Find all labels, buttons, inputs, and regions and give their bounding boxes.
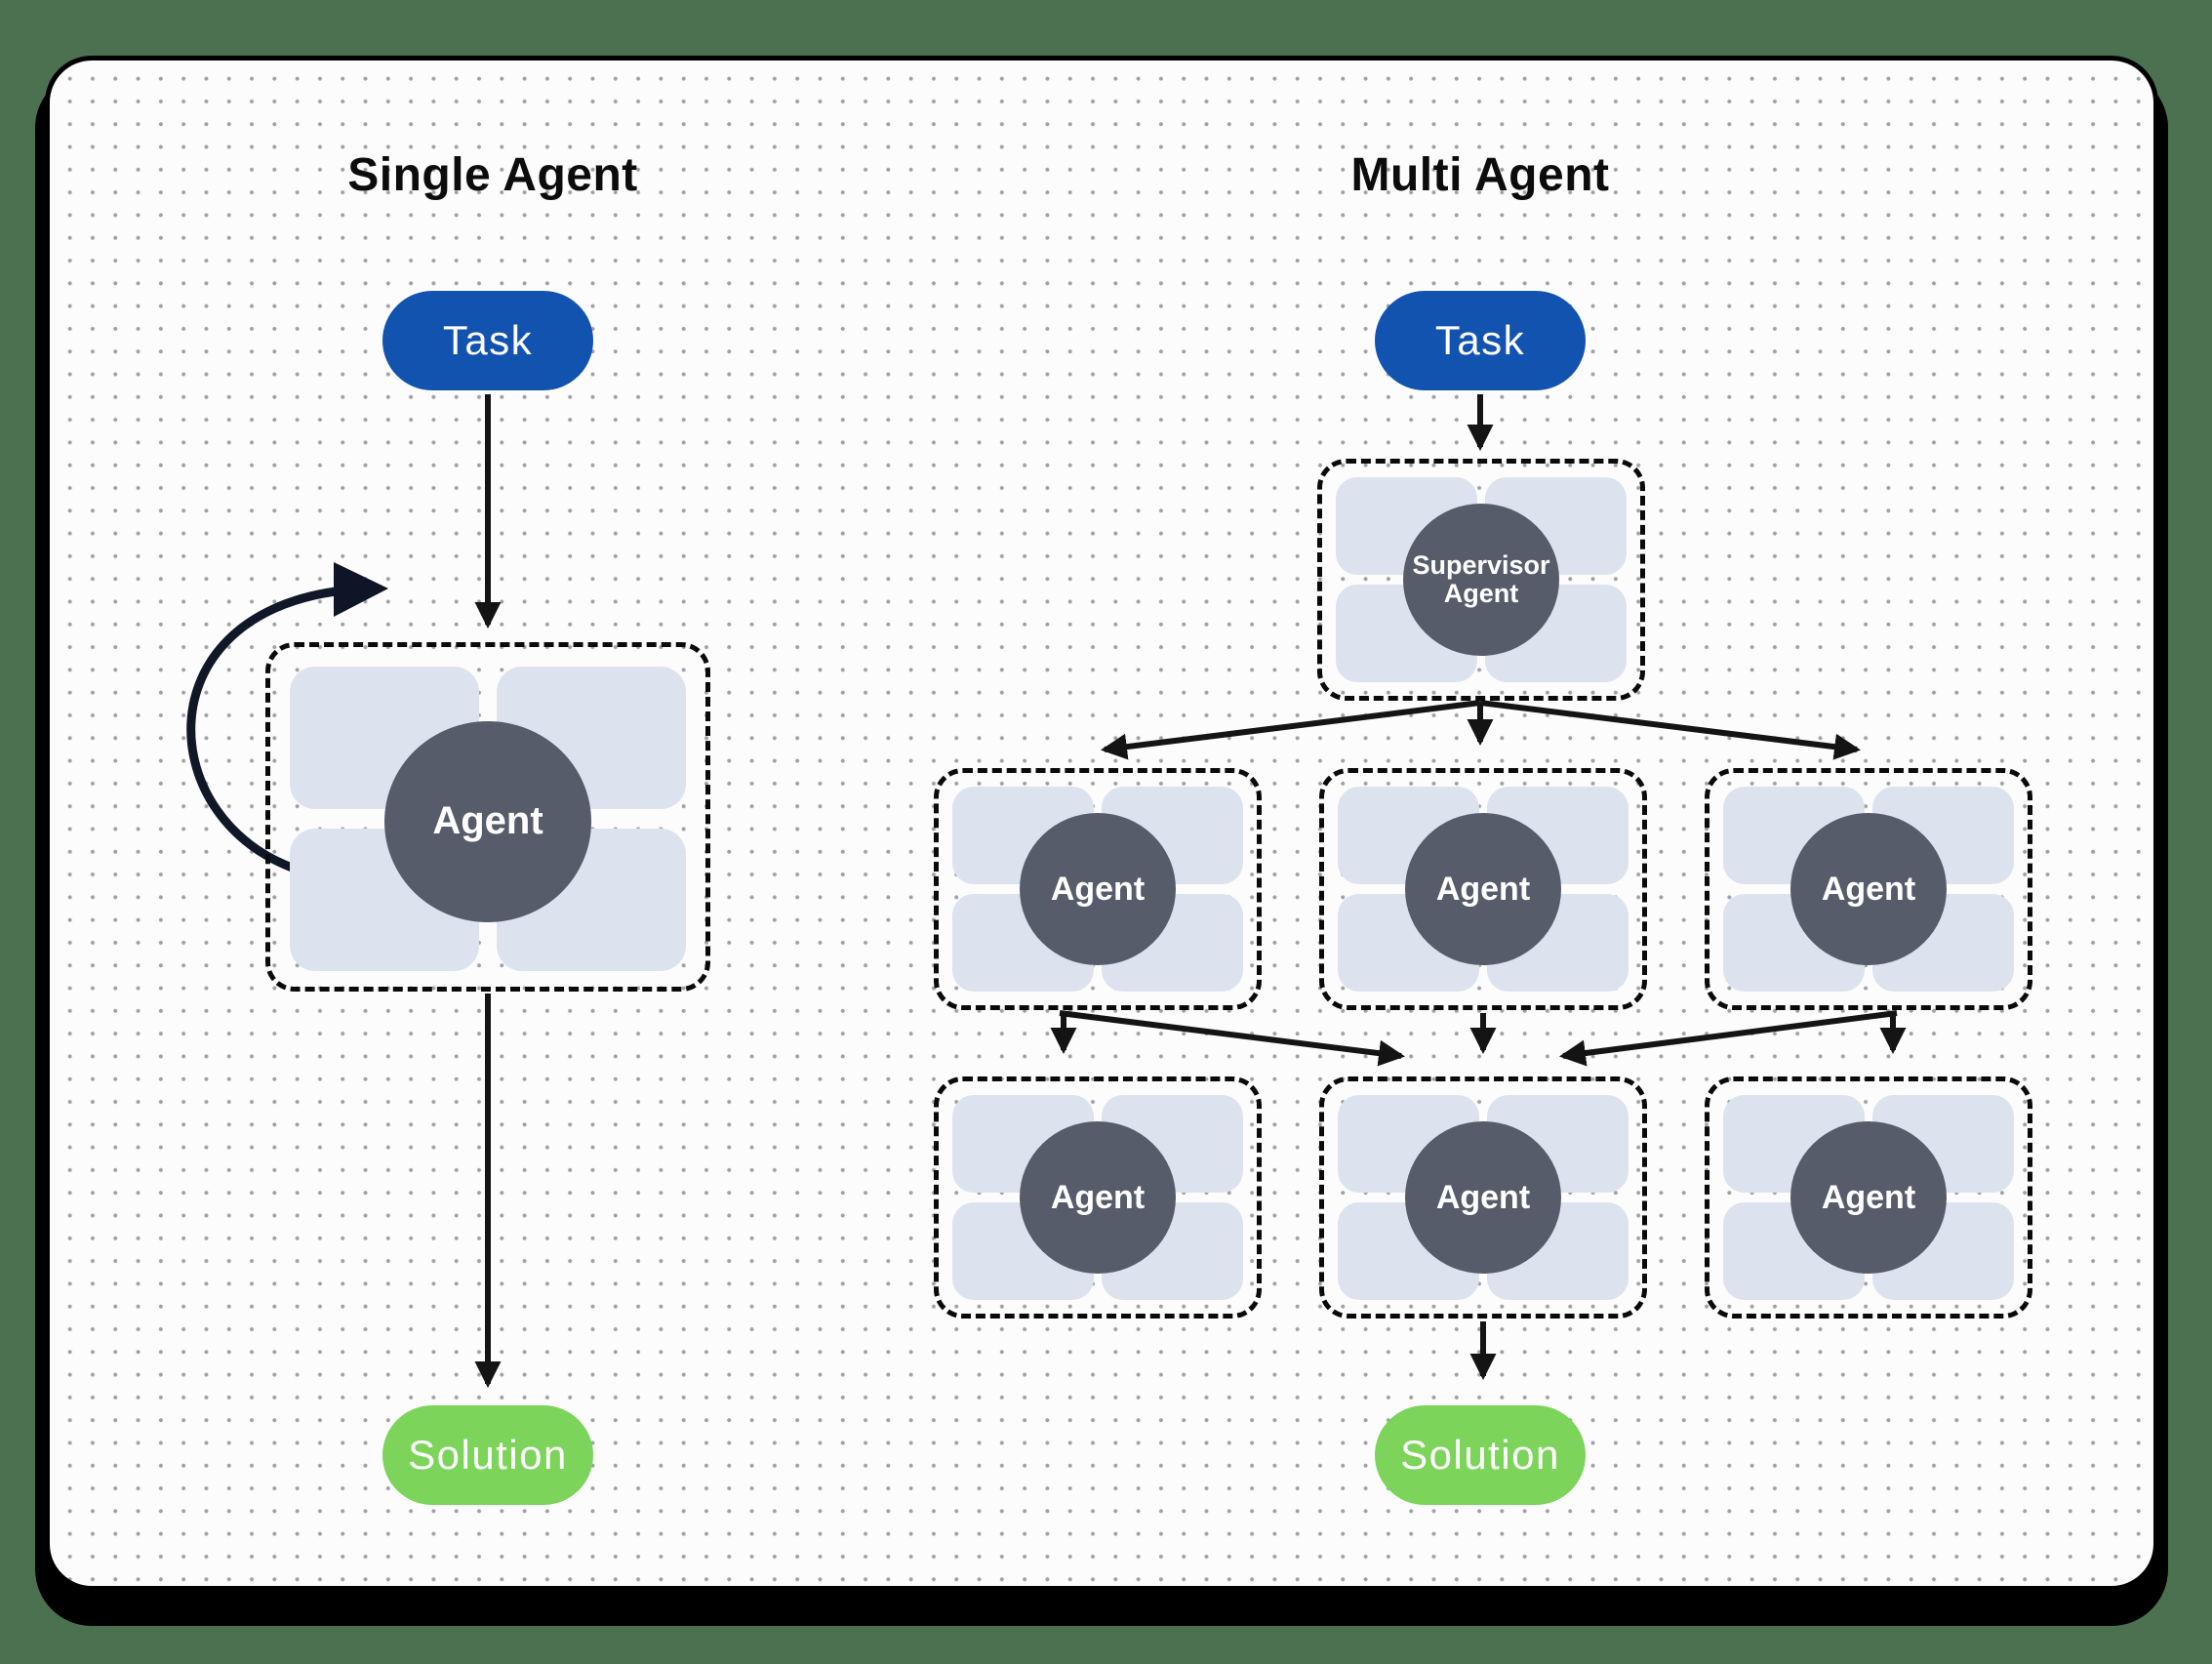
worker-agent-label: Agent bbox=[1821, 870, 1916, 908]
supervisor-agent-node: Supervisor Agent bbox=[1403, 504, 1559, 656]
worker-agent-label: Agent bbox=[1050, 870, 1146, 908]
worker-agent-box-mid-left: Agent bbox=[934, 768, 1262, 1010]
worker-agent-node: Agent bbox=[1020, 813, 1176, 965]
worker-agent-box-bottom-right: Agent bbox=[1705, 1076, 2032, 1319]
worker-agent-box-mid-center: Agent bbox=[1319, 768, 1647, 1010]
single-agent-title: Single Agent bbox=[347, 149, 638, 201]
single-solution-label: Solution bbox=[408, 1432, 568, 1478]
multi-solution-label: Solution bbox=[1400, 1432, 1560, 1478]
supervisor-agent-box: Supervisor Agent bbox=[1317, 459, 1645, 701]
single-task-node: Task bbox=[382, 291, 593, 390]
supervisor-agent-label-line1: Supervisor bbox=[1412, 549, 1550, 580]
single-agent-node: Agent bbox=[384, 721, 591, 922]
worker-agent-node: Agent bbox=[1405, 813, 1561, 965]
worker-agent-label: Agent bbox=[1435, 870, 1531, 908]
multi-task-node: Task bbox=[1375, 291, 1586, 390]
worker-agent-node: Agent bbox=[1020, 1121, 1176, 1274]
worker-agent-node: Agent bbox=[1790, 813, 1947, 965]
single-solution-node: Solution bbox=[382, 1405, 593, 1505]
single-task-label: Task bbox=[442, 317, 534, 363]
supervisor-agent-label-line2: Agent bbox=[1443, 579, 1519, 608]
worker-agent-label: Agent bbox=[1435, 1178, 1531, 1216]
single-agent-box: Agent bbox=[265, 642, 710, 992]
multi-task-label: Task bbox=[1434, 317, 1526, 363]
worker-agent-node: Agent bbox=[1790, 1121, 1947, 1274]
worker-agent-box-mid-right: Agent bbox=[1705, 768, 2032, 1010]
worker-agent-box-bottom-center: Agent bbox=[1319, 1076, 1647, 1319]
multi-agent-title: Multi Agent bbox=[1350, 149, 1610, 201]
single-agent-label: Agent bbox=[432, 799, 543, 843]
worker-agent-node: Agent bbox=[1405, 1121, 1561, 1274]
worker-agent-box-bottom-left: Agent bbox=[934, 1076, 1262, 1319]
worker-agent-label: Agent bbox=[1050, 1178, 1146, 1216]
worker-agent-label: Agent bbox=[1821, 1178, 1916, 1216]
multi-solution-node: Solution bbox=[1375, 1405, 1586, 1505]
